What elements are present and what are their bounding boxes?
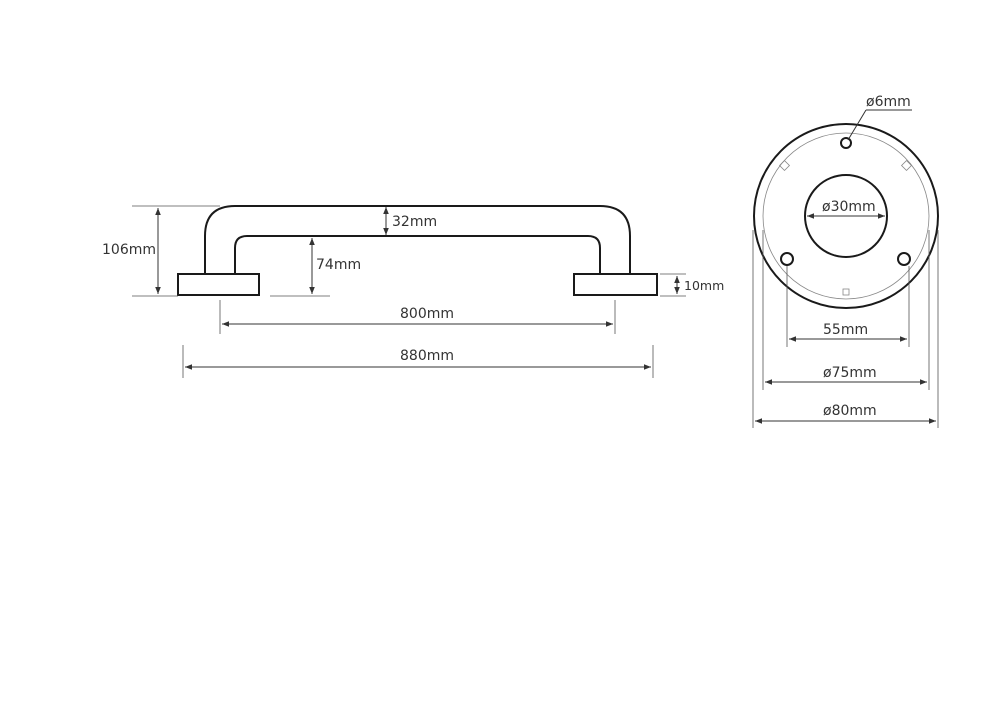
inner-diameter-label: ø75mm — [823, 365, 877, 381]
side-view: 106mm 32mm 74mm 10mm 800mm 880mm — [102, 205, 724, 378]
marker-square-bottom — [842, 288, 850, 296]
screw-hole-label: ø6mm — [866, 94, 911, 110]
center-hole — [804, 174, 888, 258]
inner-height-label: 74mm — [316, 257, 361, 273]
flange-inner-circle — [762, 132, 930, 300]
screw-hole-right — [897, 252, 911, 266]
center-hole-label: ø30mm — [822, 199, 876, 215]
flange-outer-circle — [753, 123, 939, 309]
right-base-plate — [573, 273, 658, 296]
screw-hole-top — [840, 137, 852, 149]
overall-length-label: 880mm — [400, 348, 454, 364]
bar-thickness-label: 32mm — [392, 214, 437, 230]
screw-hole-left — [780, 252, 794, 266]
grab-bar-inner-outline — [234, 235, 601, 273]
inner-length-label: 800mm — [400, 306, 454, 322]
hole-spacing-label: 55mm — [823, 322, 868, 338]
flange-view: ø6mm ø30mm 55mm ø75mm ø80mm — [752, 94, 939, 428]
marker-square-right — [900, 159, 913, 172]
grab-bar-outer-outline — [204, 205, 631, 273]
base-thickness-label: 10mm — [684, 278, 724, 293]
height-label: 106mm — [102, 242, 156, 258]
left-base-plate — [177, 273, 260, 296]
screw-hole-leader-line — [847, 109, 867, 141]
outer-diameter-label: ø80mm — [823, 403, 877, 419]
marker-square-left — [778, 159, 791, 172]
